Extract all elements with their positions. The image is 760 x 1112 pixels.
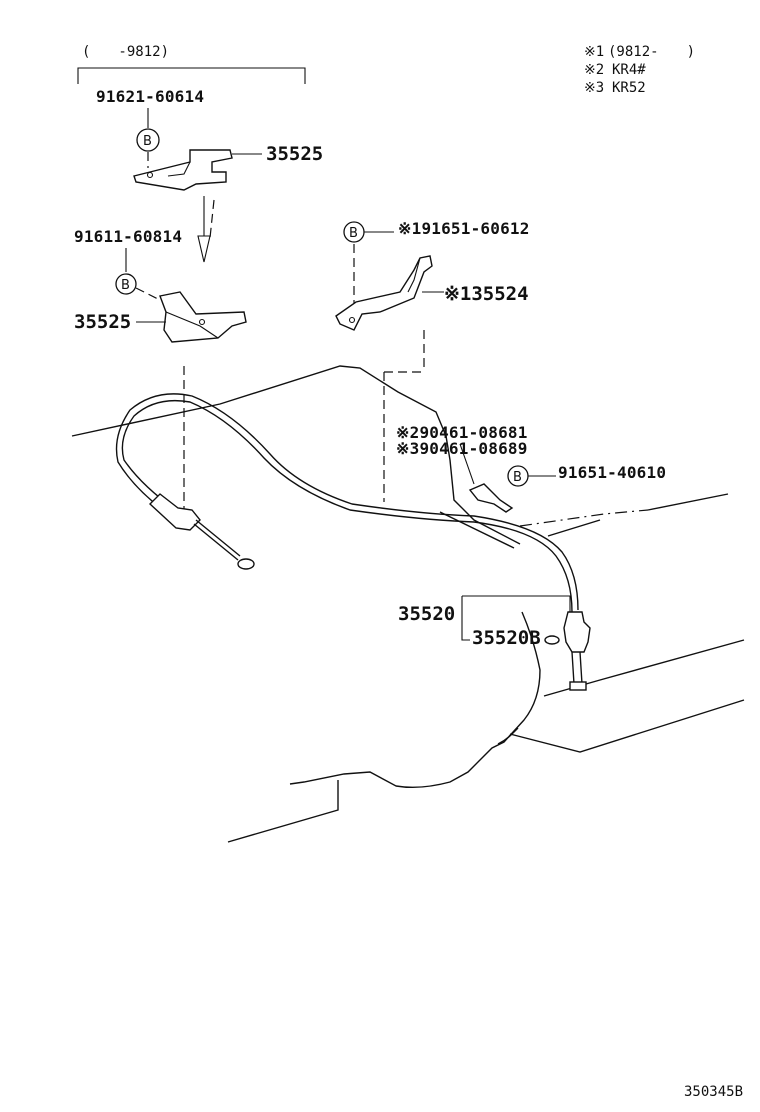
svg-text:B: B [513,470,522,485]
bolt-marker-icon-3: B [343,221,365,243]
cable-end-left-icon [148,493,201,531]
bolt-marker-icon-2: B [115,273,137,295]
cable-end-right-icon [563,611,591,653]
leader-35520 [462,595,571,612]
part-number-90461-08689[interactable]: ※390461-08689 [396,439,528,458]
legend-mark-2: ※2 [584,62,604,78]
clip-90461-icon [468,483,514,513]
legend-text-3: KR52 [612,80,646,96]
part-number-91611-60814[interactable]: 91611-60814 [74,227,182,246]
part-number-91621-60614[interactable]: 91621-60614 [96,87,204,106]
legend-text-2: KR4# [612,62,646,78]
legend-mark-3: ※3 [584,80,604,96]
part-number-35525-top[interactable]: 35525 [266,143,323,165]
part-number-35520B[interactable]: 35520B [472,627,541,649]
leader-bolt-2 [135,287,161,301]
svg-text:B: B [349,226,358,241]
legend: ※1 (9812- ) ※2 KR4# ※3 KR52 [584,44,695,96]
bolt-marker-icon-4: B [507,465,529,487]
part-number-91651-40610[interactable]: 91651-40610 [558,463,666,482]
lower-body-outline [289,611,541,789]
bracket-35525-left-icon [159,291,247,343]
grommet-icon [544,635,560,645]
part-number-90461-08681[interactable]: ※290461-08681 [396,423,528,442]
svg-text:B: B [121,278,130,293]
bolt-marker-icon: B [136,128,160,152]
part-number-35520[interactable]: 35520 [398,603,455,625]
cable-35520 [115,393,579,611]
part-number-35524[interactable]: ※135524 [444,283,529,305]
part-number-35525-left[interactable]: 35525 [74,311,131,333]
leader-90461 [459,443,475,485]
body-panel-outline [71,365,521,545]
range-note: ( -9812) [82,44,169,60]
svg-text:B: B [143,134,152,149]
diagram-id: 350345B [684,1084,743,1100]
down-arrow-icon [197,196,211,263]
range-bracket [77,67,306,84]
legend-mark-1: ※1 [584,44,604,60]
bracket-35524-icon [335,255,433,331]
legend-text-1: (9812- ) [608,44,695,60]
part-number-91651-60612[interactable]: ※191651-60612 [398,219,530,238]
bracket-35525-top-icon [133,149,233,191]
